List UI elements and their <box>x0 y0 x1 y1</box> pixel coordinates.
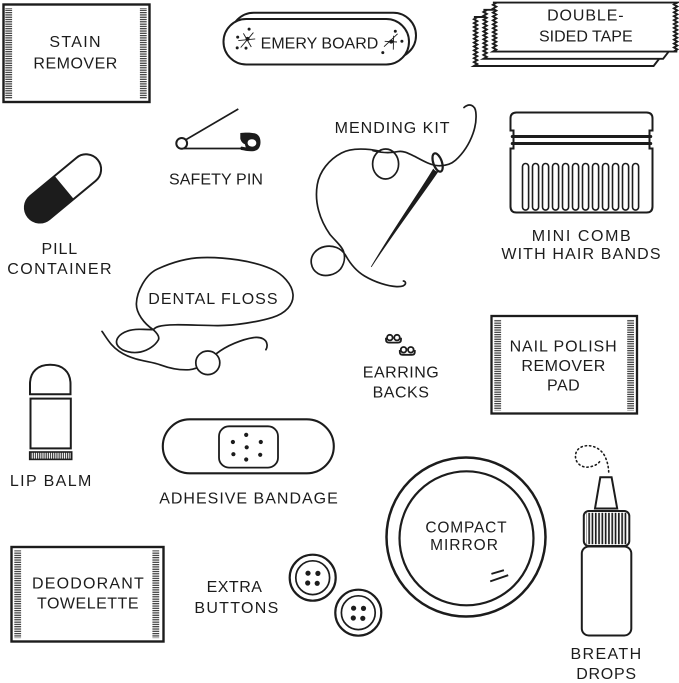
svg-text:DOUBLE-: DOUBLE- <box>547 7 624 24</box>
svg-text:BUTTONS: BUTTONS <box>194 600 279 617</box>
svg-text:EXTRA: EXTRA <box>207 579 263 596</box>
svg-text:SIDED TAPE: SIDED TAPE <box>539 29 633 46</box>
svg-text:PAD: PAD <box>547 377 580 394</box>
svg-text:NAIL POLISH: NAIL POLISH <box>510 338 618 355</box>
svg-text:PILL: PILL <box>42 241 79 258</box>
svg-text:SAFETY PIN: SAFETY PIN <box>169 172 263 189</box>
svg-text:ADHESIVE BANDAGE: ADHESIVE BANDAGE <box>159 491 339 508</box>
svg-text:LIP BALM: LIP BALM <box>10 473 93 490</box>
svg-text:CONTAINER: CONTAINER <box>7 261 113 278</box>
svg-text:EMERY BOARD: EMERY BOARD <box>261 35 379 52</box>
svg-text:BREATH: BREATH <box>570 646 642 663</box>
svg-text:DROPS: DROPS <box>576 666 636 683</box>
svg-text:BACKS: BACKS <box>373 384 430 401</box>
svg-text:DEODORANT: DEODORANT <box>32 575 145 592</box>
svg-text:COMPACT: COMPACT <box>425 520 507 537</box>
svg-text:MINI COMB: MINI COMB <box>532 228 633 245</box>
svg-text:MENDING KIT: MENDING KIT <box>335 120 451 137</box>
svg-text:WITH HAIR BANDS: WITH HAIR BANDS <box>501 246 661 263</box>
svg-text:EARRING: EARRING <box>363 364 439 381</box>
svg-text:DENTAL FLOSS: DENTAL FLOSS <box>148 291 278 308</box>
svg-text:REMOVER: REMOVER <box>521 358 605 375</box>
svg-text:MIRROR: MIRROR <box>430 537 499 554</box>
svg-text:REMOVER: REMOVER <box>33 55 117 72</box>
svg-text:STAIN: STAIN <box>49 34 101 51</box>
svg-text:TOWELETTE: TOWELETTE <box>37 596 139 613</box>
